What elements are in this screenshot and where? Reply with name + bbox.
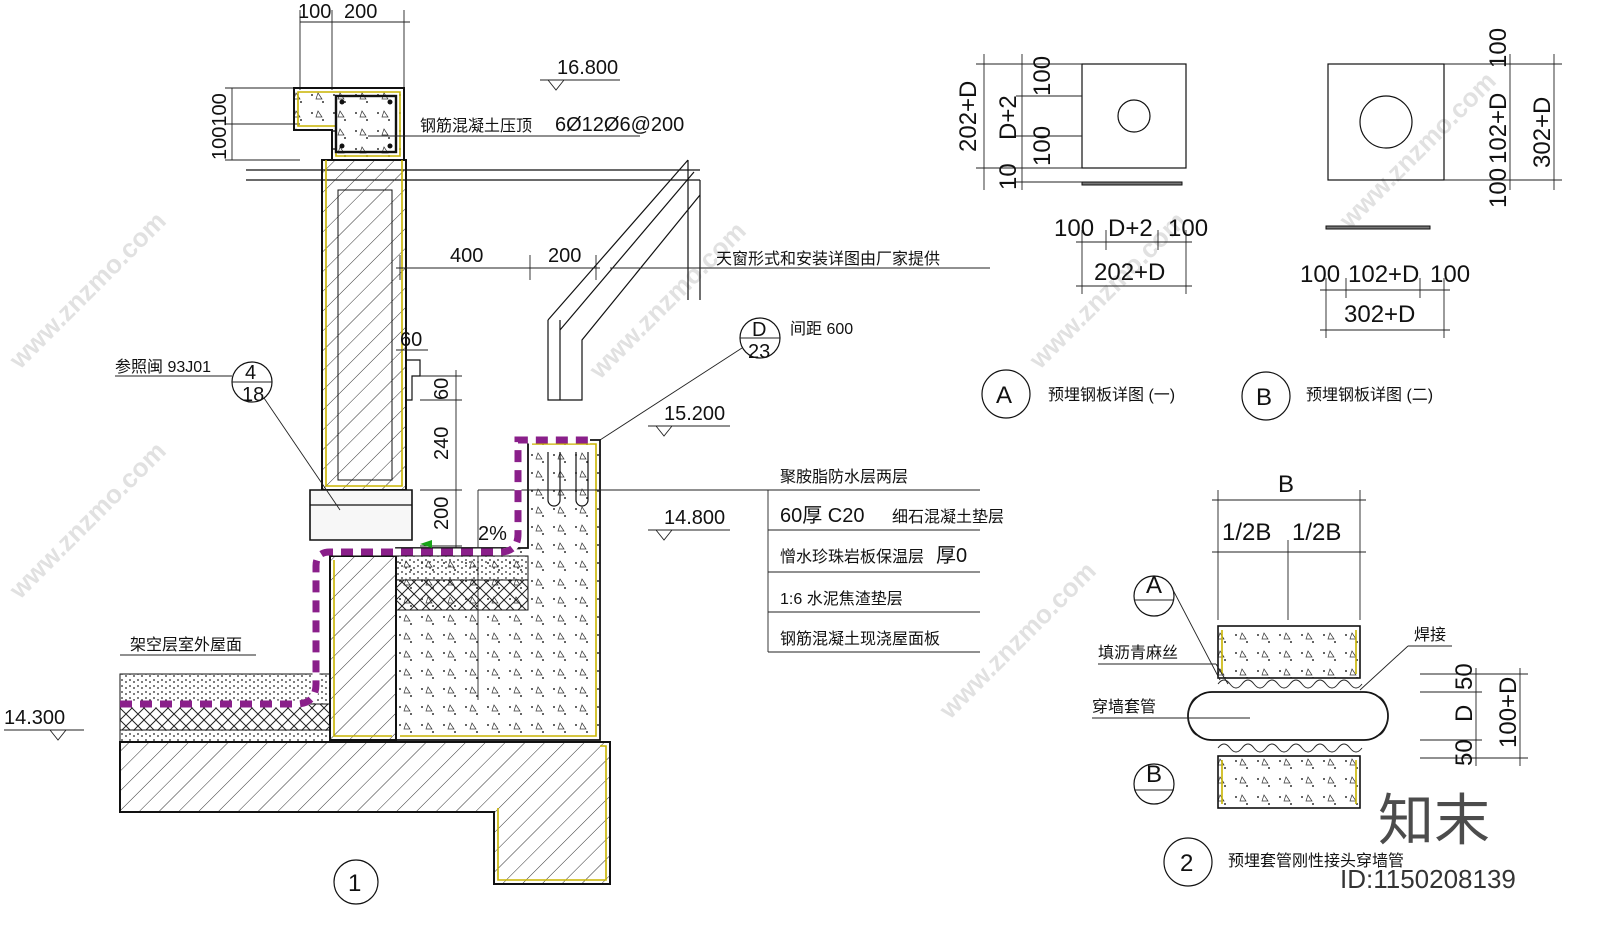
ref-d-top: D	[752, 319, 766, 341]
skylight-note: 天窗形式和安装详图由厂家提供	[716, 250, 940, 268]
plate-a-dim-total: 202+D	[955, 81, 982, 152]
sleeve-dim-100d: 100+D	[1495, 677, 1522, 748]
plate-a-title: 预埋钢板详图 (一)	[1048, 386, 1175, 404]
plate-b-dim-100a: 100	[1485, 28, 1512, 68]
id-watermark: ID:1150208139	[1340, 864, 1516, 894]
sleeve-dim-50a: 50	[1451, 663, 1478, 690]
elevation-16800: 16.800	[557, 57, 618, 79]
plate-b-detail: 100 102+D 100 302+D 100 102+D 100 302+D …	[1241, 28, 1562, 421]
plate-b-bottom-100b: 100	[1430, 261, 1470, 288]
watermark-text: www.znzmo.com	[1332, 66, 1501, 235]
layer-1: 聚胺脂防水层两层	[780, 468, 908, 486]
sleeve-ref-b: B	[1146, 761, 1162, 788]
sleeve-dim-half-b: 1/2B	[1292, 519, 1341, 546]
layer-3b: 厚0	[936, 545, 967, 567]
plate-a-bottom-100a: 100	[1054, 215, 1094, 242]
waterproof-membrane	[120, 436, 590, 708]
spacing-note: 间距 600	[790, 320, 853, 338]
watermark-text: www.znzmo.com	[1022, 206, 1191, 375]
sleeve-ref-a: A	[1146, 572, 1162, 599]
sleeve-dim-half-a: 1/2B	[1222, 519, 1271, 546]
plate-a-detail: 202+D D+2 100 100 10 100 D+2 100 202+D A…	[955, 54, 1208, 419]
plate-b-bottom-102d: 102+D	[1348, 261, 1419, 288]
elevation-15200: 15.200	[664, 403, 725, 425]
elevation-14300: 14.300	[4, 707, 65, 729]
coping-rebar: 6Ø12Ø6@200	[555, 114, 684, 136]
main-section-detail: 100 200 100100 16.800 钢筋混凝土压顶 6Ø12Ø6@200	[4, 1, 1004, 905]
layer-3a: 憎水珍珠岩板保温层	[780, 547, 924, 566]
plate-a-dim-100b: 100	[1029, 126, 1056, 166]
sleeve-title: 预埋套管刚性接头穿墙管	[1228, 852, 1404, 870]
watermark-text: www.znzmo.com	[2, 206, 171, 375]
plate-a-bottom-d2: D+2	[1108, 215, 1153, 242]
watermark-text: www.znzmo.com	[2, 436, 171, 605]
plate-a-total: 202+D	[1094, 259, 1165, 286]
plate-a-circle-label: A	[996, 382, 1012, 409]
dim-60-horizontal: 60	[400, 329, 422, 351]
plate-a-dim-100a: 100	[1029, 56, 1056, 96]
plate-b-dim-102d: 102+D	[1485, 93, 1512, 164]
plate-b-bottom-100a: 100	[1300, 261, 1340, 288]
layer-2a: 60厚 C20	[780, 505, 865, 527]
sleeve-label-pipe: 穿墙套管	[1092, 698, 1156, 716]
slope-text: 2%	[478, 523, 507, 545]
plate-b-dim-100b: 100	[1485, 168, 1512, 208]
plate-b-dim-302d: 302+D	[1529, 97, 1556, 168]
watermark-text: www.znzmo.com	[932, 556, 1101, 725]
sleeve-detail: B 1/2B 1/2B A B 填沥青麻丝 焊接 穿墙套管	[1092, 471, 1528, 887]
layer-5: 钢筋混凝土现浇屋面板	[780, 630, 940, 648]
dim-top-100: 100	[298, 1, 331, 23]
dim-coping-height: 100100	[209, 93, 231, 160]
plate-b-circle-label: B	[1256, 384, 1272, 411]
layer-2b: 细石混凝土垫层	[892, 508, 1004, 526]
detail-number-1: 1	[348, 870, 361, 897]
dim-200-mid: 200	[548, 245, 581, 267]
dim-400: 400	[450, 245, 483, 267]
roof-label: 架空层室外屋面	[130, 636, 242, 654]
elevation-14800: 14.800	[664, 507, 725, 529]
sleeve-dim-50b: 50	[1451, 739, 1478, 766]
plate-a-bottom-100b: 100	[1168, 215, 1208, 242]
dim-240: 240	[431, 427, 453, 460]
sleeve-dim-d: D	[1451, 705, 1478, 722]
detail-number-2: 2	[1180, 850, 1193, 877]
plate-a-dim-10: 10	[995, 163, 1022, 190]
sleeve-dim-b: B	[1278, 471, 1294, 498]
brand-watermark: 知末	[1378, 789, 1490, 852]
coping-label: 钢筋混凝土压顶	[420, 117, 532, 135]
watermark-text: www.znzmo.com	[582, 216, 751, 385]
dim-top-200: 200	[344, 1, 377, 23]
sleeve-label-weld: 焊接	[1414, 626, 1446, 644]
ref-4-top: 4	[245, 362, 256, 384]
plate-a-dim-d2: D+2	[995, 95, 1022, 140]
layer-4: 1:6 水泥焦渣垫层	[780, 590, 903, 608]
dim-60-vertical: 60	[431, 378, 453, 400]
plate-b-title: 预埋钢板详图 (二)	[1306, 386, 1433, 404]
ref-d-bottom: 23	[748, 341, 770, 363]
sleeve-label-fill: 填沥青麻丝	[1098, 644, 1178, 662]
ref-atlas-label: 参照闽 93J01	[115, 358, 211, 376]
dim-200-vertical: 200	[431, 497, 453, 530]
plate-b-total: 302+D	[1344, 301, 1415, 328]
ref-4-bottom: 18	[242, 384, 264, 406]
